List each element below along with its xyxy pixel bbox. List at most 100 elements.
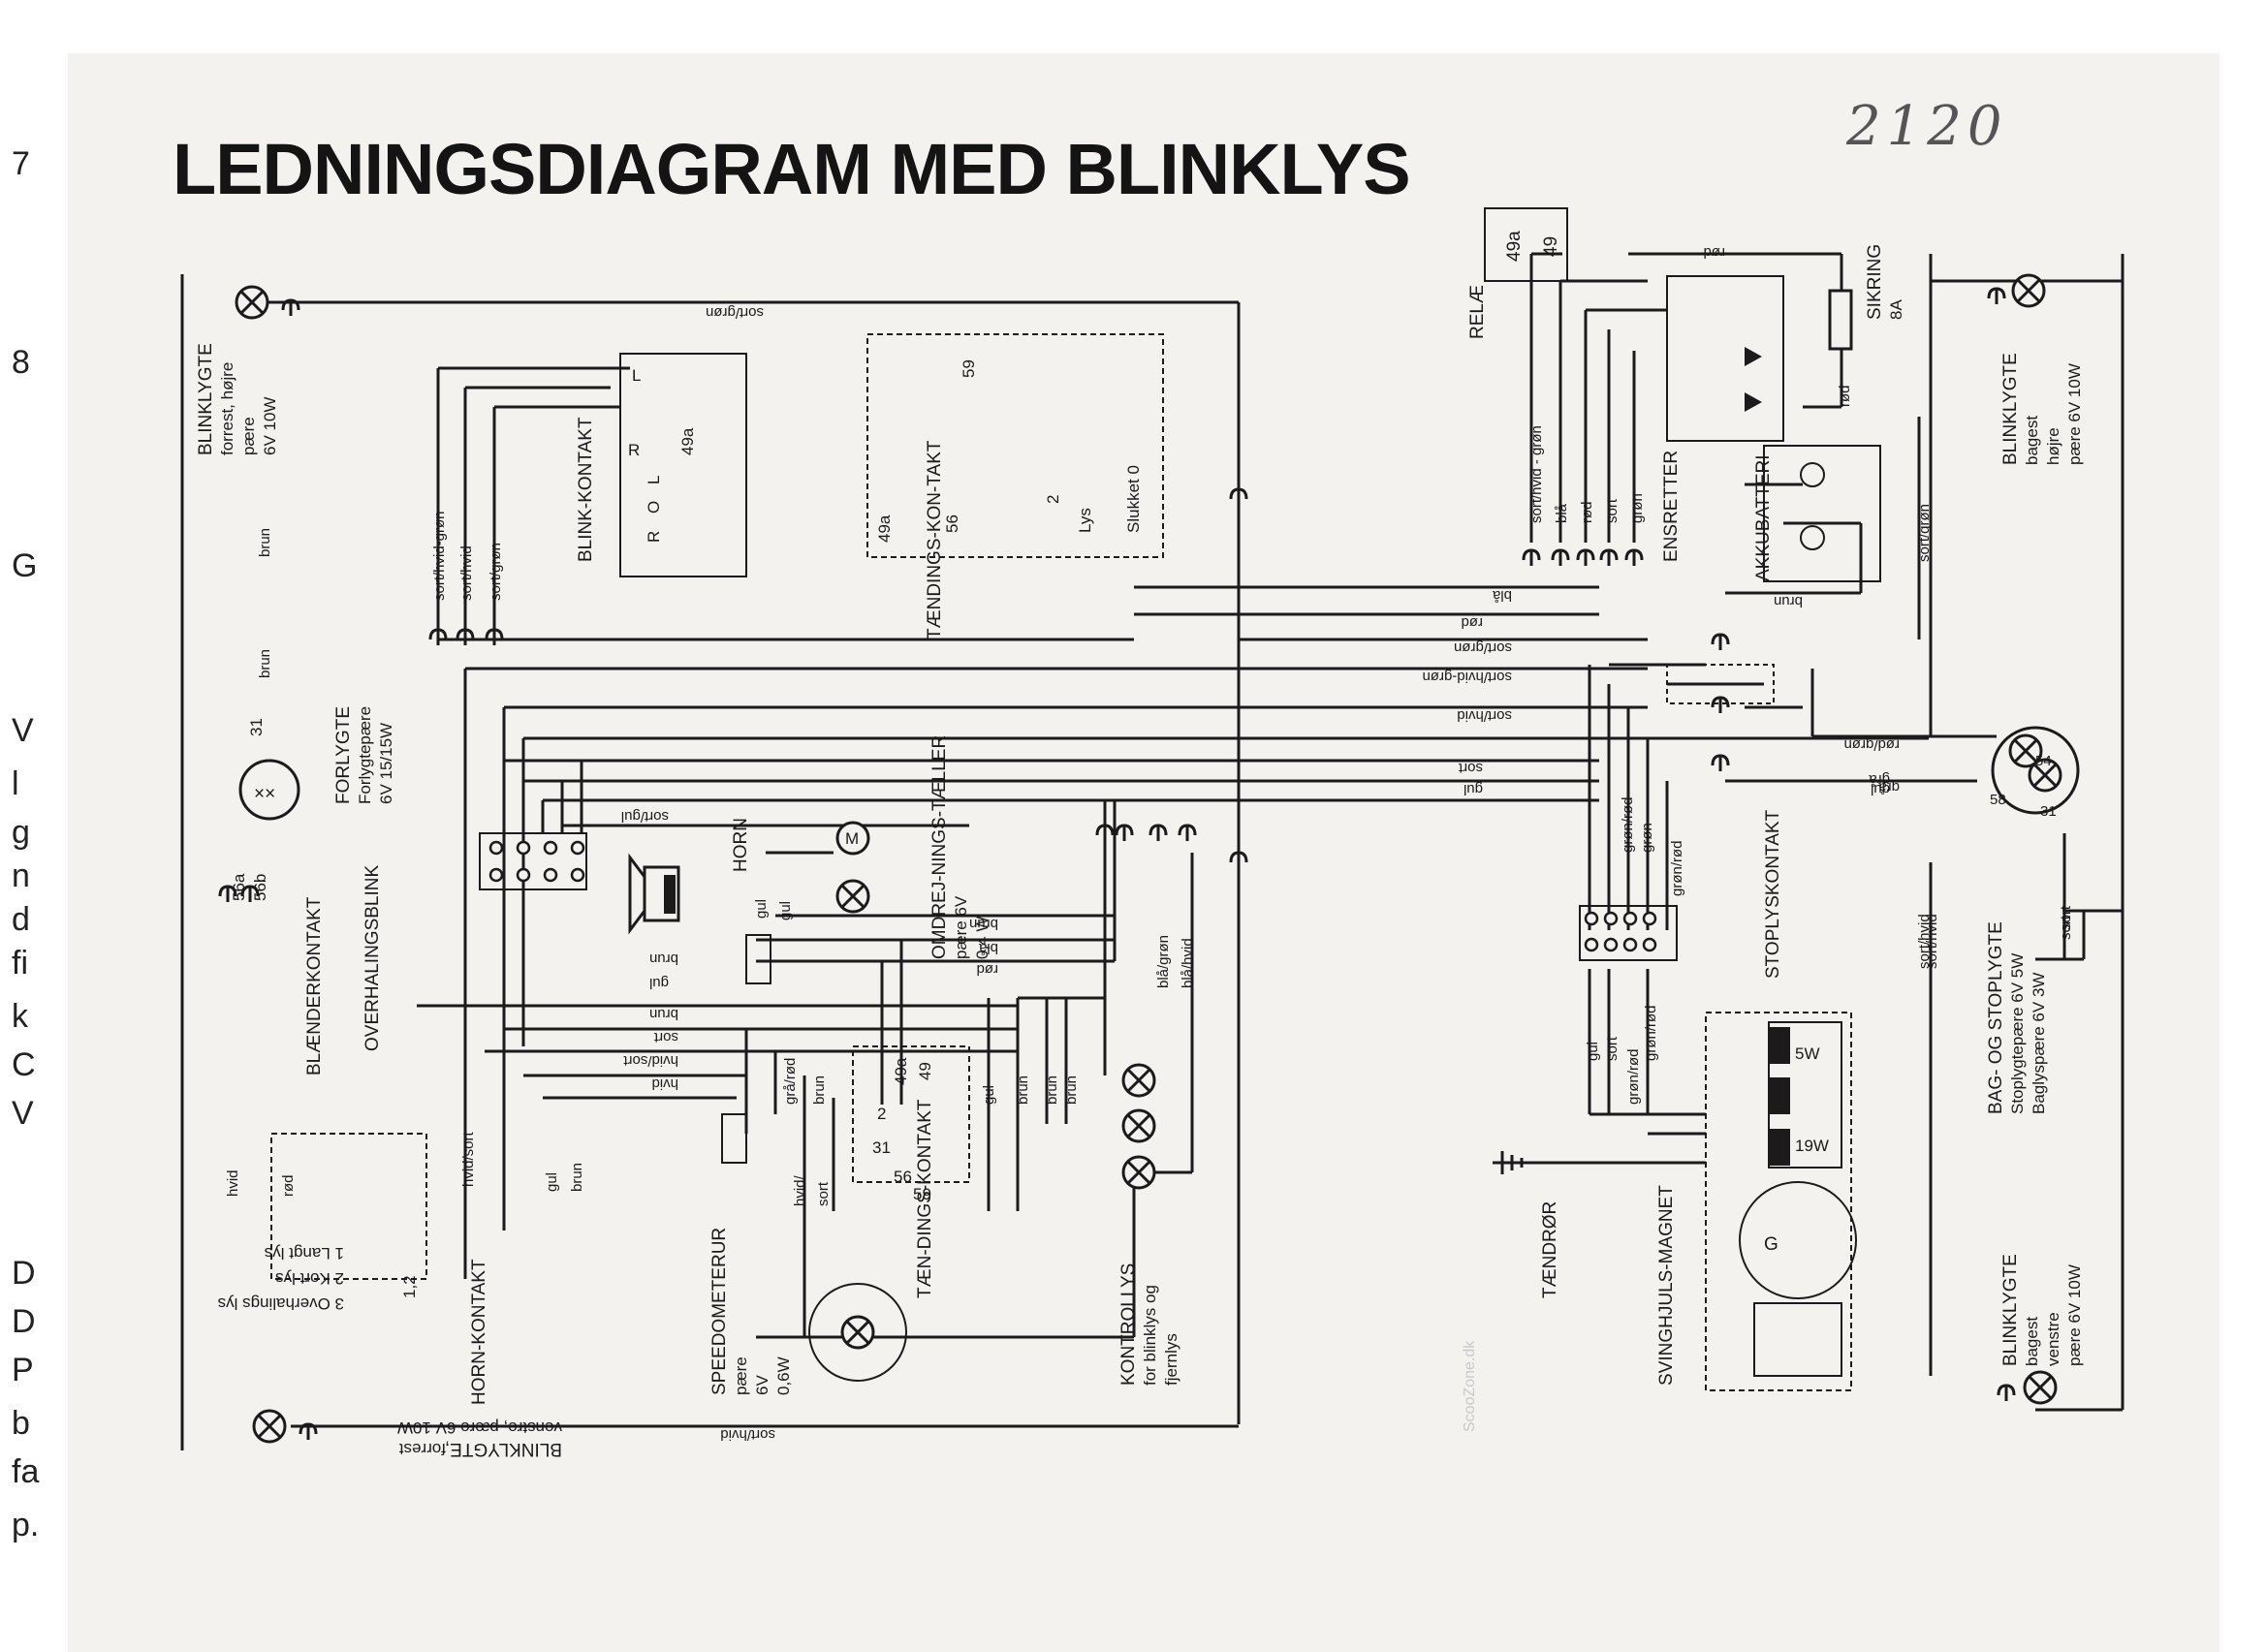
svg-text:HORN-KONTAKT: HORN-KONTAKT [469, 1259, 489, 1405]
margin-char: 8 [12, 344, 30, 381]
svg-text:6V 15/15W: 6V 15/15W [377, 723, 395, 804]
blink-switch-R: R [628, 441, 640, 459]
svg-text:gul: gul [777, 901, 794, 920]
svg-text:gul: gul [544, 1172, 560, 1192]
margin-char: n [12, 857, 30, 894]
svg-text:blå: blå [1492, 587, 1512, 604]
fuse-label: SIKRING 8A [1865, 244, 1905, 320]
svg-text:gul: gul [1871, 781, 1890, 797]
svg-text:sort/hvid: sort/hvid [1916, 914, 1933, 969]
svg-text:6V 10W: 6V 10W [261, 397, 279, 455]
wire-label-relay-2: rød [1579, 502, 1595, 524]
margin-char: g [12, 814, 30, 851]
svg-text:SPEEDOMETERUR: SPEEDOMETERUR [709, 1228, 730, 1395]
svg-text:HORN: HORN [731, 818, 751, 872]
wire-label-lr-2: grøn/rød [1643, 1005, 1659, 1061]
horn-switch-label: HORN-KONTAKT [469, 1259, 489, 1405]
wire-label-stl-1: grå [1878, 779, 1900, 795]
svg-text:AKKUBATTERI: AKKUBATTERI [1753, 454, 1774, 581]
svg-text:59: 59 [960, 359, 978, 378]
svg-text:pære: pære [732, 1356, 750, 1395]
wire-label-bottom-8: blå/grøn [1155, 935, 1172, 988]
ignition-top-56: 56 [943, 514, 961, 533]
svg-text:sort/gul: sort/gul [621, 808, 669, 825]
svg-text:sort/hvid - grøn: sort/hvid - grøn [1528, 425, 1545, 523]
wire-label-bundle-3: sort/hvid-grøn [1422, 669, 1512, 685]
horn-label: HORN [731, 818, 751, 872]
svg-text:rød: rød [1704, 244, 1726, 261]
wire-label-bus-3: sort [653, 1029, 678, 1045]
svg-text:sort: sort [653, 1029, 678, 1045]
wire-label-bottom-9: blå/hvid [1180, 938, 1196, 988]
spark-plug-label: TÆNDRØR [1540, 1201, 1560, 1298]
wire-label-brun-2: brun [257, 649, 273, 678]
wire-label-lr-1: sort [1604, 1036, 1621, 1061]
svg-text:pære 6V 10W: pære 6V 10W [2065, 1264, 2084, 1366]
svg-text:OVERHALINGSBLINK: OVERHALINGSBLINK [362, 865, 383, 1051]
svg-text:sort/hvid-grøn: sort/hvid-grøn [1422, 669, 1512, 685]
speedometer-lamp [808, 1283, 907, 1382]
svg-text:O: O [645, 501, 663, 514]
svg-text:blå/grøn: blå/grøn [1155, 935, 1172, 988]
svg-text:brun: brun [1044, 1075, 1060, 1105]
blink-front-right-label: BLINKLYGTE forrest, højre pære 6V 10W [196, 343, 279, 455]
wire-label-horn-0: gul [753, 899, 770, 919]
ignition-bottom-49a: 49a [892, 1057, 910, 1085]
wire-label-lr-3: sort/hvid [1924, 914, 1940, 969]
dimmer-switch-box [270, 1133, 427, 1280]
svg-text:rød: rød [977, 961, 999, 978]
horn-switch-terminal: 1,2 [400, 1275, 419, 1298]
relay-box [1484, 207, 1568, 282]
wire-label-relay-3: sort [1604, 498, 1621, 523]
svg-text:1,2: 1,2 [400, 1275, 419, 1298]
wire-label-bundle-2: sort/grøn [1454, 639, 1512, 656]
svg-text:OMDREJ-NINGS-TÆLLER: OMDREJ-NINGS-TÆLLER [929, 735, 950, 959]
svg-text:6V: 6V [753, 1375, 771, 1395]
rectifier-label: ENSRETTER [1661, 451, 1682, 562]
ignition-switch-top [866, 333, 1164, 558]
margin-char: d [12, 901, 30, 938]
svg-text:sort/grøn: sort/grøn [1916, 504, 1933, 562]
svg-text:brun: brun [1015, 1075, 1031, 1105]
wire-label-bottom-0: grå/rød [782, 1058, 799, 1105]
svg-text:××: ×× [254, 784, 275, 804]
svg-text:49a: 49a [1504, 231, 1525, 262]
svg-text:gul: gul [753, 899, 770, 919]
svg-text:brun: brun [969, 916, 998, 932]
svg-text:0,6W: 0,6W [774, 1356, 793, 1395]
svg-text:2 Kort lys: 2 Kort lys [275, 1269, 344, 1288]
rear-stop-terminal-58: 58 [1990, 792, 2006, 808]
wire-label-relay-0: sort/hvid - grøn [1528, 425, 1545, 523]
svg-text:gul: gul [981, 1085, 997, 1105]
svg-text:bagest: bagest [2023, 416, 2041, 465]
wire-label-rear-0: grøn/rød [1620, 796, 1636, 853]
svg-text:gul: gul [1585, 1042, 1601, 1061]
rear-stop-lamp [1991, 726, 2080, 815]
svg-text:sort/grøn: sort/grøn [706, 304, 764, 321]
overtaking-blink-label: OVERHALINGSBLINK [362, 865, 383, 1051]
svg-text:sort/hvid: sort/hvid [720, 1426, 775, 1443]
stop-switch-box [1666, 664, 1775, 704]
wire-label-battery-1: brun [1774, 593, 1803, 609]
headlight-terminal-56b: 56b [251, 874, 269, 901]
svg-text:for blinklys og: for blinklys og [1141, 1285, 1159, 1386]
svg-text:sort: sort [815, 1181, 832, 1206]
svg-text:brun: brun [1774, 593, 1803, 609]
wire-label-battery-2: rød [1704, 244, 1726, 261]
svg-text:31: 31 [247, 718, 266, 736]
wire-label-left-4: brun [569, 1163, 585, 1192]
svg-text:FORLYGTE: FORLYGTE [333, 706, 354, 804]
svg-text:49a: 49a [875, 514, 894, 543]
wire-label-bus-0: sort/gul [621, 808, 669, 825]
headlight-terminal-31: 31 [247, 718, 266, 736]
svg-text:venstre: venstre [2044, 1312, 2062, 1366]
ignition-bottom-56: 56 [894, 1168, 912, 1186]
margin-char: fa [12, 1453, 40, 1490]
svg-text:49a: 49a [892, 1057, 910, 1085]
svg-text:brun: brun [649, 951, 678, 967]
svg-text:BLINKLYGTE: BLINKLYGTE [196, 343, 216, 455]
svg-text:grøn/rød: grøn/rød [1620, 796, 1636, 853]
svg-text:sort: sort [2058, 905, 2074, 930]
indicator-lights-label: KONTROLLYS for blinklys og fjernlys [1118, 1263, 1180, 1386]
wire-label-relay-4: grøn [1629, 493, 1646, 523]
